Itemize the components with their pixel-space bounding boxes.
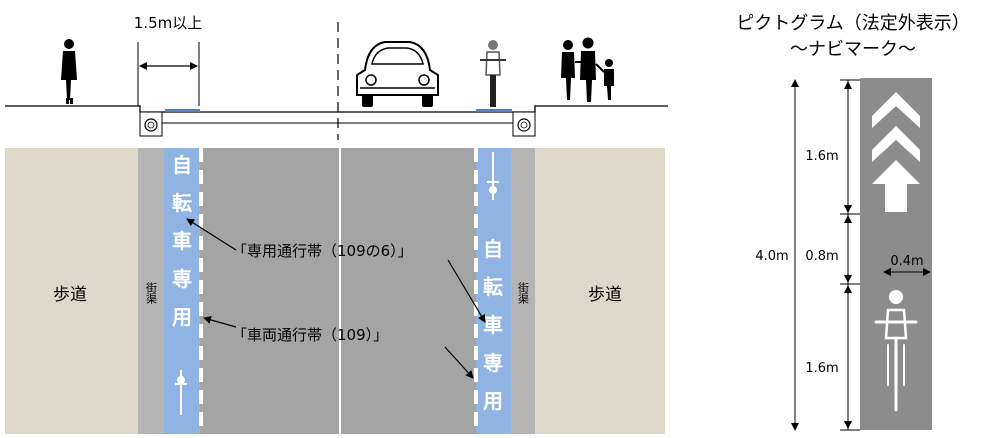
cross-section: 1.5m以上	[5, 14, 668, 140]
roadway	[200, 148, 476, 434]
dim-width-label: 0.4m	[890, 254, 923, 269]
lane-character: 用	[483, 389, 503, 413]
family-icon	[561, 37, 614, 102]
pictogram-panel: ピクトグラム（法定外表示） ～ナビマーク～ 4.0m	[736, 13, 970, 431]
car-icon	[356, 41, 439, 107]
sidewalk-right	[535, 148, 665, 434]
dim-middle-label: 0.8m	[805, 249, 838, 264]
callout-arrow-1	[186, 218, 237, 251]
cyclist-icon	[480, 40, 506, 107]
callout-dedicated-lane: 「専用通行帯（109の6）」	[232, 242, 413, 260]
lane-character: 専	[483, 351, 503, 375]
callout-arrow-4	[444, 346, 474, 379]
bicycle-rider-icon	[874, 290, 918, 412]
lane-character: 転	[172, 191, 192, 215]
sidewalk-right-label: 歩道	[588, 285, 622, 305]
gutter-right-label: 街渠	[517, 281, 530, 305]
bike-lane-section-right	[476, 109, 512, 112]
sidewalk-left	[5, 148, 138, 434]
gutter-left-section	[139, 111, 163, 137]
pedestrian-icon	[61, 39, 77, 104]
lane-character: 自	[483, 237, 503, 261]
gutter-right-section	[512, 111, 536, 137]
pictogram-title: ピクトグラム（法定外表示）	[736, 13, 969, 34]
bike-lane-section-left	[165, 109, 200, 112]
lane-character: 自	[172, 153, 192, 177]
dim-top-label: 1.6m	[805, 149, 838, 164]
bike-lane-bicycle-icon	[175, 370, 187, 415]
road-profile-line	[5, 105, 668, 113]
callout-vehicle-lane: 「車両通行帯（109）」	[232, 326, 388, 344]
lane-character: 専	[172, 267, 192, 291]
chevron-up-icon	[872, 92, 920, 212]
lane-character: 転	[483, 275, 503, 299]
callout-arrow-2	[447, 259, 486, 323]
pictogram-subtitle: ～ナビマーク～	[790, 39, 916, 60]
lane-character: 車	[483, 313, 503, 337]
dim-bottom-label: 1.6m	[805, 361, 838, 376]
gutter-left	[138, 148, 164, 434]
gutter-left-label: 街渠	[145, 281, 158, 305]
lane-character: 車	[172, 229, 192, 253]
width-dim-label: 1.5m以上	[134, 14, 202, 32]
sidewalk-left-label: 歩道	[53, 285, 87, 305]
gutter-right	[511, 148, 535, 434]
dim-total-label: 4.0m	[755, 249, 788, 264]
lane-character: 用	[172, 305, 192, 329]
bike-lane-bicycle-icon-right	[487, 152, 499, 200]
callout-arrow-3	[203, 316, 237, 328]
